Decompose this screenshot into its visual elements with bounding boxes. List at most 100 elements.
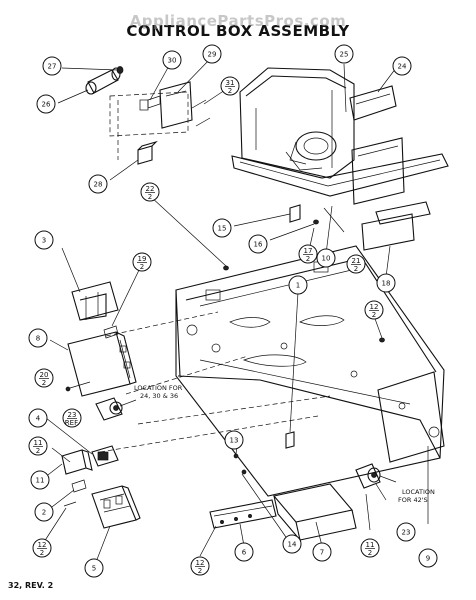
callout-label-bottom: 2 (36, 447, 40, 455)
callout-9: 9 (418, 548, 438, 568)
callout-label-top: 31 (226, 79, 235, 87)
callout-2: 2 (34, 502, 54, 522)
callout-bubble (84, 558, 104, 578)
callout-label: 13 (230, 437, 239, 445)
callout-bubble (220, 76, 240, 96)
callout-label-bottom: 2 (148, 193, 152, 201)
callout-bubble (312, 542, 332, 562)
callout-label: 26 (42, 101, 51, 109)
svg-text:FOR 42'S: FOR 42'S (398, 496, 428, 504)
callout-label: 8 (36, 335, 40, 343)
callout-4: 4 (28, 408, 48, 428)
callout-24: 24 (392, 56, 412, 76)
revision-footer: 32, REV. 2 (8, 581, 53, 590)
callout-label-top: 11 (366, 541, 375, 549)
callout-label: 9 (426, 555, 430, 563)
callout-bubble (248, 234, 268, 254)
callout-bubble (418, 548, 438, 568)
callout-bubble (212, 218, 232, 238)
callout-bubble (316, 248, 336, 268)
callout-3: 3 (34, 230, 54, 250)
callout-label: 23 (402, 529, 411, 537)
callout-bubble (36, 94, 56, 114)
callout-21-2: 212 (346, 254, 366, 274)
callout-label: 16 (254, 241, 263, 249)
watermark-text: AppliancePartsPros.com (130, 12, 347, 30)
callout-label-top: 17 (304, 247, 313, 255)
note-line: LOCATION (402, 488, 435, 496)
top-left-parts (57, 57, 229, 181)
callout-bubble (376, 273, 396, 293)
callout-label-top: 12 (370, 303, 379, 311)
callout-bubble (30, 470, 50, 490)
diagram-title: CONTROL BOX ASSEMBLY (126, 22, 350, 40)
callout-label: 29 (208, 51, 217, 59)
callout-label-bottom: REF. (65, 419, 79, 427)
callout-label-bottom: 2 (140, 263, 144, 271)
callout-label: 3 (42, 237, 46, 245)
callout-label-top: 12 (38, 541, 47, 549)
callout-22-2: 222 (140, 182, 160, 202)
callout-label-bottom: 2 (306, 255, 310, 263)
callout-bubble (162, 50, 182, 70)
callout-7: 7 (312, 542, 332, 562)
callout-label: 30 (168, 57, 177, 65)
left-parts (43, 247, 141, 563)
callout-bubble (288, 275, 308, 295)
callout-1: 1 (288, 275, 308, 295)
callout-label: 28 (94, 181, 103, 189)
svg-text:LOCATION FOR: LOCATION FOR (134, 384, 183, 392)
callout-bubble (190, 556, 210, 576)
callout-label-top: 22 (146, 185, 155, 193)
callout-28: 28 (88, 174, 108, 194)
callout-bubble (34, 368, 54, 388)
callout-27: 27 (42, 56, 62, 76)
callout-17-2: 172 (298, 244, 318, 264)
callout-31-2: 312 (220, 76, 240, 96)
callout-8: 8 (28, 328, 48, 348)
callout-label-bottom: 2 (354, 265, 358, 273)
note-line: FOR 42'S (398, 496, 428, 504)
callout-label: 5 (92, 565, 96, 573)
callout-bubble (234, 542, 254, 562)
note-line: 24, 30 & 36 (140, 392, 178, 400)
callout-label: 4 (36, 415, 41, 423)
note-42: LOCATION FOR 42'S (398, 488, 435, 504)
callout-bubble (28, 328, 48, 348)
callout-bubble (62, 408, 82, 428)
callout-label-top: 11 (34, 439, 43, 447)
callout-bubble (28, 436, 48, 456)
callout-bubble (334, 44, 354, 64)
callout-5: 5 (84, 558, 104, 578)
callout-14: 14 (282, 534, 302, 554)
callout-bubble (202, 44, 222, 64)
callout-bubble (346, 254, 366, 274)
callout-11-2-b: 112 (360, 538, 380, 558)
callout-30: 30 (162, 50, 182, 70)
callout-label-top: 23 (68, 411, 77, 419)
callout-label: 1 (296, 282, 300, 290)
callout-10: 10 (316, 248, 336, 268)
callout-label: 18 (382, 280, 391, 288)
callout-bubble (392, 56, 412, 76)
note-line: LOCATION FOR (134, 384, 183, 392)
callout-bubble (224, 430, 244, 450)
callout-bubble (132, 252, 152, 272)
callout-label-top: 20 (40, 371, 49, 379)
callout-12-2-c: 122 (190, 556, 210, 576)
callout-label-top: 12 (196, 559, 205, 567)
callout-bubble (360, 538, 380, 558)
callout-bubble (282, 534, 302, 554)
callout-26: 26 (36, 94, 56, 114)
callout-label: 11 (36, 477, 45, 485)
callout-label-bottom: 2 (368, 549, 372, 557)
callout-bubble (140, 182, 160, 202)
callout-label-bottom: 2 (40, 549, 44, 557)
callout-11-2-a: 112 (28, 436, 48, 456)
callout-label-bottom: 2 (42, 379, 46, 387)
callout-bubble (42, 56, 62, 76)
callout-23: 23 (396, 522, 416, 542)
callout-13: 13 (224, 430, 244, 450)
